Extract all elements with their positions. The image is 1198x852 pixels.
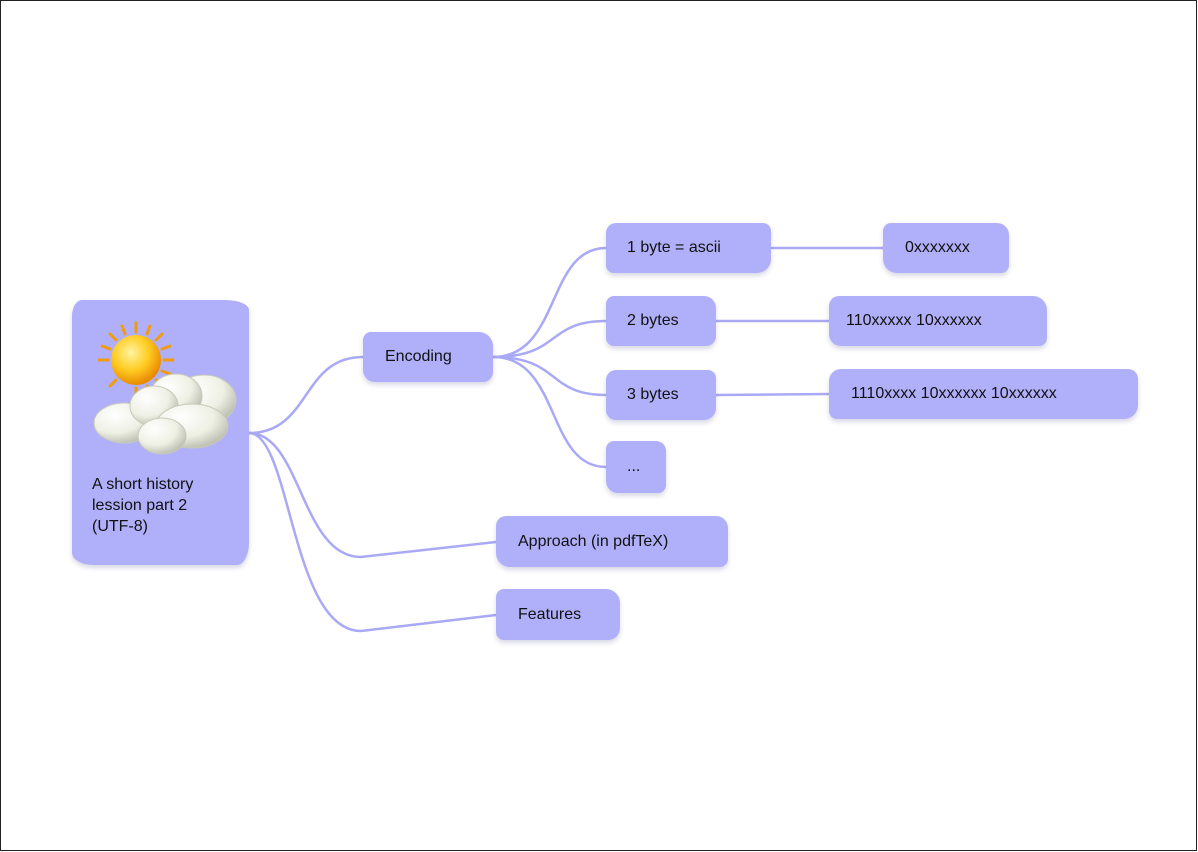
connector-encoding-3bytes	[491, 355, 608, 397]
root-label: A short history lession part 2 (UTF-8)	[92, 476, 194, 535]
node-2-bytes[interactable]: 2 bytes	[606, 296, 716, 346]
root-node[interactable]: A short history lession part 2 (UTF-8)	[72, 300, 249, 565]
node-1-byte-pattern[interactable]: 0xxxxxxx	[883, 223, 1009, 273]
node-3-bytes-pattern[interactable]: 1110xxxx 10xxxxxx 10xxxxxx	[829, 369, 1138, 419]
node-approach[interactable]: Approach (in pdfTeX)	[496, 516, 728, 567]
node-2-bytes-pattern[interactable]: 110xxxxx 10xxxxxx	[829, 296, 1047, 346]
connector-root-encoding	[247, 355, 365, 435]
connector-3bytes-1110	[714, 392, 831, 397]
node-features[interactable]: Features	[496, 589, 620, 640]
node-3-bytes[interactable]: 3 bytes	[606, 370, 716, 420]
node-encoding[interactable]: Encoding	[363, 332, 493, 382]
node-1-byte-ascii[interactable]: 1 byte = ascii	[606, 223, 771, 273]
node-more-ellipsis[interactable]: ...	[606, 441, 666, 493]
connector-root-features	[247, 431, 498, 633]
connector-encoding-2bytes	[491, 319, 608, 359]
connector-root-approach	[247, 431, 498, 559]
connector-encoding-1byte	[491, 246, 608, 359]
connector-encoding-more	[491, 355, 608, 469]
sun-behind-clouds-icon	[93, 321, 237, 455]
